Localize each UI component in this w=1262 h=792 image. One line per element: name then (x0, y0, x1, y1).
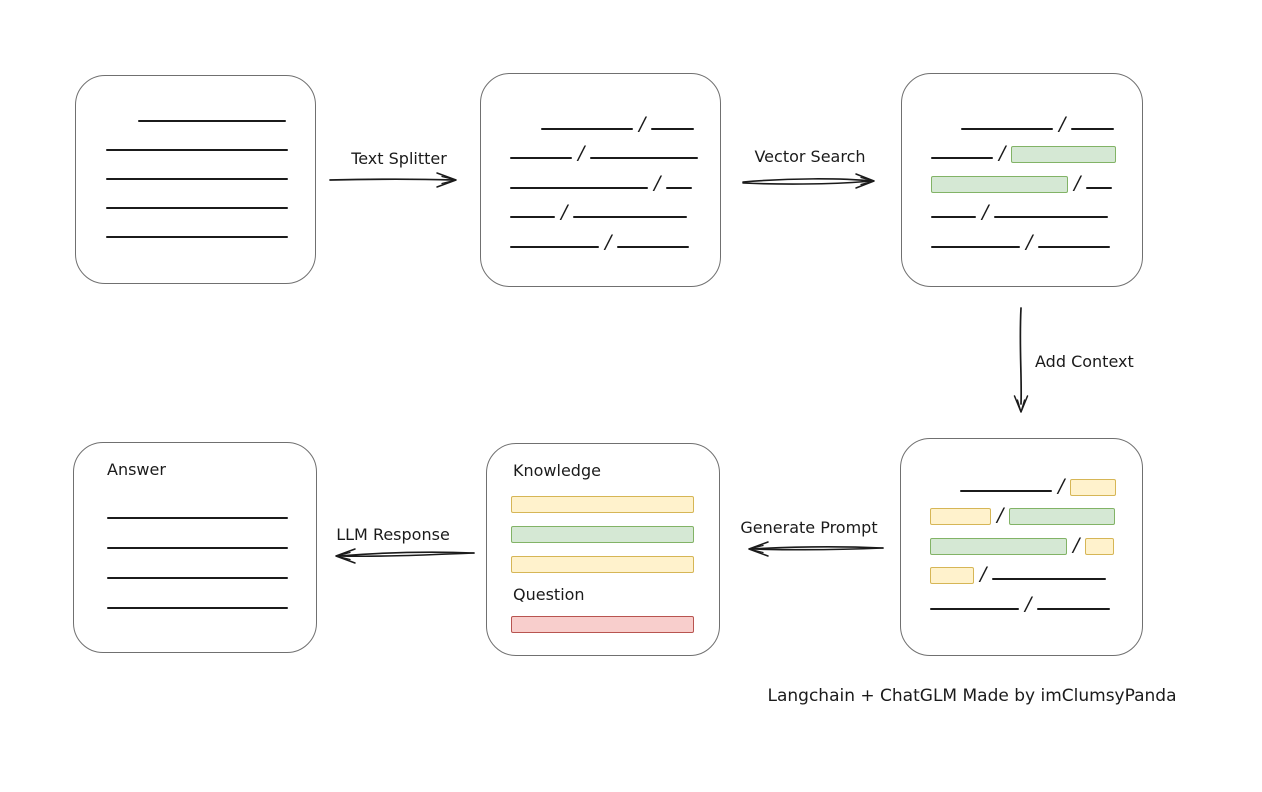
matched-chunk-green (1011, 146, 1117, 164)
text-line (541, 127, 633, 130)
slash-separator: / (1058, 474, 1065, 497)
matched-chunk-green (931, 175, 1068, 193)
text-line (510, 157, 572, 160)
slash-separator: / (561, 201, 568, 224)
text-line (1037, 607, 1111, 610)
chunk-rows: / / / / / (902, 100, 1142, 253)
answer-label: Answer (107, 460, 166, 479)
slash-separator: / (639, 112, 646, 135)
text-line (107, 547, 288, 549)
text-line (994, 216, 1109, 219)
chunk-row: / (481, 100, 720, 135)
llm-response-label: LLM Response (336, 525, 450, 544)
chunk-row: / (481, 218, 720, 253)
knowledge-bar-yellow (511, 496, 694, 513)
knowledge-bar-green (511, 526, 694, 543)
chunk-row: / (901, 462, 1142, 497)
question-chunk-yellow (930, 508, 991, 526)
slash-separator: / (980, 563, 987, 586)
question-bar-red (511, 616, 694, 633)
text-line (106, 236, 288, 238)
question-chunk-yellow (1070, 478, 1117, 496)
text-line (138, 120, 286, 122)
source-document-box (75, 75, 316, 284)
text-line (107, 577, 288, 579)
slash-separator: / (982, 201, 989, 224)
text-line (931, 245, 1020, 248)
llm-response-arrow (326, 543, 478, 569)
split-chunks-box: / / / / / (480, 73, 721, 287)
text-line (510, 245, 599, 248)
vector-search-arrow (740, 168, 888, 194)
slash-separator: / (999, 142, 1006, 165)
text-line (106, 178, 288, 180)
generate-prompt-arrow (737, 536, 885, 562)
attribution-caption: Langchain + ChatGLM Made by imClumsyPand… (767, 686, 1177, 706)
text-line (960, 489, 1052, 492)
generate-prompt-label: Generate Prompt (740, 518, 878, 537)
text-line (107, 607, 288, 609)
answer-box: Answer (73, 442, 317, 653)
add-context-label: Add Context (1035, 352, 1134, 371)
question-chunk-yellow (1085, 537, 1115, 555)
text-line (961, 127, 1053, 130)
text-line (617, 245, 690, 248)
text-line (1038, 245, 1111, 248)
slash-separator: / (1059, 112, 1066, 135)
chunk-row: / (902, 130, 1142, 165)
vector-search-label: Vector Search (754, 147, 866, 166)
text-line (510, 216, 555, 219)
chunk-row: / (901, 521, 1142, 556)
matched-chunk-green (930, 537, 1067, 555)
slash-separator: / (1074, 171, 1081, 194)
text-splitter-arrow (328, 167, 470, 193)
chunk-row: / (481, 189, 720, 224)
chunk-row: / (902, 100, 1142, 135)
document-lines (76, 120, 315, 238)
text-line (651, 127, 695, 130)
text-line (666, 186, 693, 189)
knowledge-bar-yellow (511, 556, 694, 573)
question-chunk-yellow (930, 567, 974, 585)
matched-chunk-green (1009, 508, 1116, 526)
text-line (573, 216, 688, 219)
chunk-row: / (481, 159, 720, 194)
prompt-box: Knowledge Question (486, 443, 720, 656)
text-splitter-label: Text Splitter (351, 149, 447, 168)
slash-separator: / (1025, 592, 1032, 615)
chunk-row: / (901, 492, 1142, 527)
text-line (590, 157, 699, 160)
slash-separator: / (578, 142, 585, 165)
text-line (931, 157, 993, 160)
knowledge-label: Knowledge (513, 461, 601, 480)
slash-separator: / (1073, 533, 1080, 556)
chunk-row: / (901, 551, 1142, 586)
chunk-row: / (902, 218, 1142, 253)
text-line (930, 607, 1019, 610)
vector-matched-chunks-box: / / / / / (901, 73, 1143, 287)
chunk-row: / (902, 159, 1142, 194)
text-line (1071, 127, 1115, 130)
add-context-arrow (1008, 306, 1034, 418)
context-chunks-box: / / / / / (900, 438, 1143, 656)
question-label: Question (513, 585, 585, 604)
text-line (992, 578, 1107, 581)
chunk-rows: / / / / / (901, 462, 1142, 615)
text-line (106, 149, 288, 151)
slash-separator: / (1026, 230, 1033, 253)
text-line (106, 207, 288, 209)
text-line (510, 186, 648, 189)
chunk-row: / (901, 580, 1142, 615)
chunk-row: / (902, 189, 1142, 224)
slash-separator: / (997, 504, 1004, 527)
text-line (1086, 186, 1113, 189)
text-line (931, 216, 976, 219)
text-line (107, 517, 288, 519)
chunk-row: / (481, 130, 720, 165)
chunk-rows: / / / / / (481, 100, 720, 253)
slash-separator: / (605, 230, 612, 253)
slash-separator: / (654, 171, 661, 194)
